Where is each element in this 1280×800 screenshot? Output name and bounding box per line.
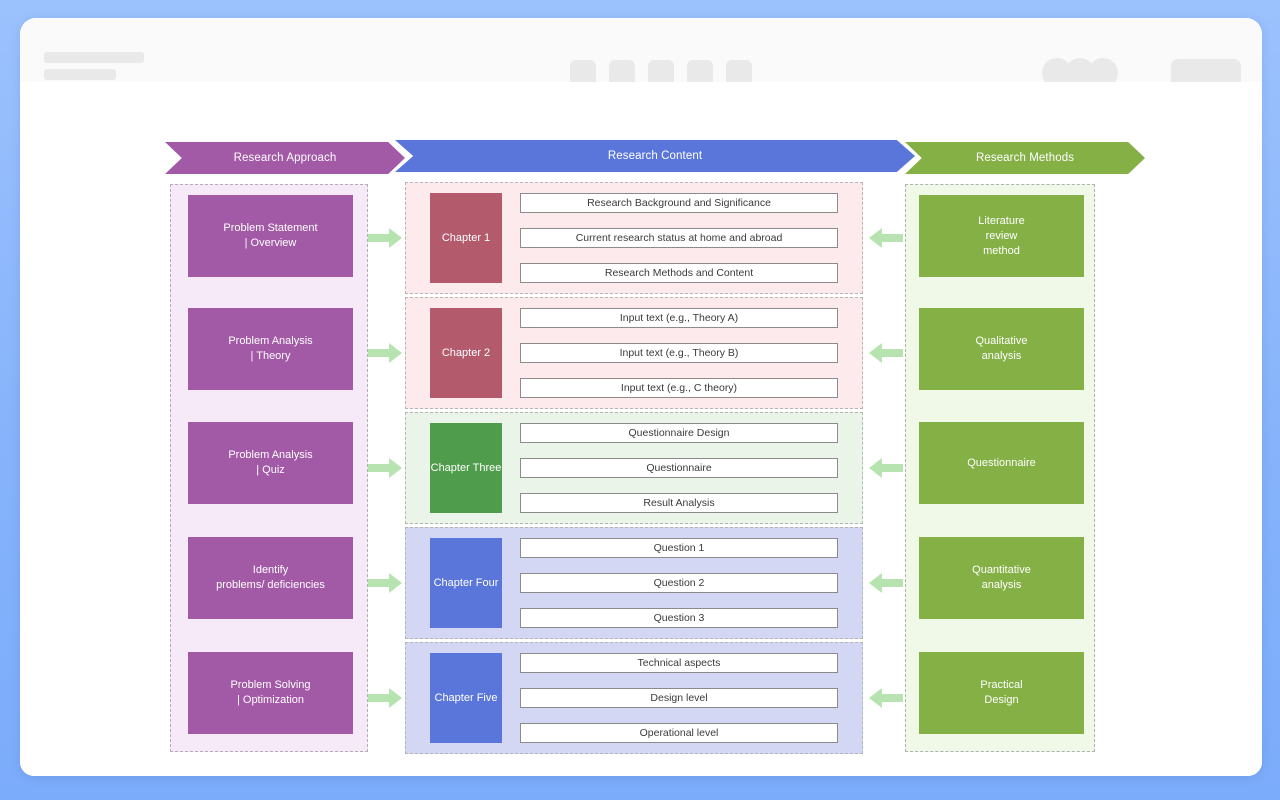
chapter-4-item-1[interactable]: Question 1: [520, 538, 838, 558]
chapter-tag-4[interactable]: Chapter Four: [430, 538, 502, 628]
research-approach-column: Problem Statement | Overview Problem Ana…: [170, 184, 368, 752]
chapter-2-item-3[interactable]: Input text (e.g., C theory): [520, 378, 838, 398]
banner-research-content-label: Research Content: [607, 149, 703, 162]
banner-research-content: Research Content: [395, 140, 915, 172]
chapter-5-item-1[interactable]: Technical aspects: [520, 653, 838, 673]
chapter-3-item-2[interactable]: Questionnaire: [520, 458, 838, 478]
toolbar-placeholder-line-2: [44, 69, 116, 80]
approach-card-problem-statement[interactable]: Problem Statement | Overview: [188, 195, 353, 277]
toolbar-placeholder-line-1: [44, 52, 144, 63]
method-card-qualitative-analysis[interactable]: Qualitative analysis: [919, 308, 1084, 390]
chapter-5-item-list: Technical aspects Design level Operation…: [520, 653, 838, 743]
chapter-tag-2[interactable]: Chapter 2: [430, 308, 502, 398]
chapter-2-item-2[interactable]: Input text (e.g., Theory B): [520, 343, 838, 363]
chapter-3-item-3[interactable]: Result Analysis: [520, 493, 838, 513]
arrow-left-icon-3: [869, 458, 903, 478]
chapter-1-item-2[interactable]: Current research status at home and abro…: [520, 228, 838, 248]
chapter-tag-1[interactable]: Chapter 1: [430, 193, 502, 283]
toolbar-button-2[interactable]: [609, 60, 635, 86]
chapter-1-item-3[interactable]: Research Methods and Content: [520, 263, 838, 283]
toolbar-button-4[interactable]: [687, 60, 713, 86]
chapter-2-item-list: Input text (e.g., Theory A) Input text (…: [520, 308, 838, 398]
arrow-left-icon-5: [869, 688, 903, 708]
chapter-2-item-1[interactable]: Input text (e.g., Theory A): [520, 308, 838, 328]
chapter-5-item-3[interactable]: Operational level: [520, 723, 838, 743]
browser-toolbar: [20, 18, 1262, 88]
arrow-left-icon-2: [869, 343, 903, 363]
chapter-4-item-list: Question 1 Question 2 Question 3: [520, 538, 838, 628]
method-card-literature-review[interactable]: Literature review method: [919, 195, 1084, 277]
chapter-group-2: Chapter 2 Input text (e.g., Theory A) In…: [405, 297, 863, 409]
chapter-4-item-3[interactable]: Question 3: [520, 608, 838, 628]
approach-card-problem-solving[interactable]: Problem Solving | Optimization: [188, 652, 353, 734]
approach-card-identify-problems[interactable]: Identify problems/ deficiencies: [188, 537, 353, 619]
chapter-group-3: Chapter Three Questionnaire Design Quest…: [405, 412, 863, 524]
toolbar-button-5[interactable]: [726, 60, 752, 86]
arrow-left-icon-1: [869, 228, 903, 248]
arrow-right-icon-1: [368, 228, 402, 248]
toolbar-button-3[interactable]: [648, 60, 674, 86]
method-card-practical-design[interactable]: Practical Design: [919, 652, 1084, 734]
banner-research-methods: Research Methods: [905, 142, 1145, 174]
browser-window: Research Approach Research Content Resea…: [20, 18, 1262, 776]
approach-card-problem-analysis-quiz[interactable]: Problem Analysis | Quiz: [188, 422, 353, 504]
chapter-group-1: Chapter 1 Research Background and Signif…: [405, 182, 863, 294]
chapter-5-item-2[interactable]: Design level: [520, 688, 838, 708]
method-card-quantitative-analysis[interactable]: Quantitative analysis: [919, 537, 1084, 619]
chapter-4-item-2[interactable]: Question 2: [520, 573, 838, 593]
chapter-3-item-list: Questionnaire Design Questionnaire Resul…: [520, 423, 838, 513]
chapter-1-item-list: Research Background and Significance Cur…: [520, 193, 838, 283]
banner-research-approach-label: Research Approach: [233, 151, 337, 164]
arrow-right-icon-2: [368, 343, 402, 363]
banner-research-methods-label: Research Methods: [975, 151, 1075, 164]
method-card-questionnaire[interactable]: Questionnaire: [919, 422, 1084, 504]
banner-research-approach: Research Approach: [165, 142, 405, 174]
chapter-group-4: Chapter Four Question 1 Question 2 Quest…: [405, 527, 863, 639]
chapter-1-item-1[interactable]: Research Background and Significance: [520, 193, 838, 213]
chapter-group-5: Chapter Five Technical aspects Design le…: [405, 642, 863, 754]
arrow-right-icon-4: [368, 573, 402, 593]
arrow-right-icon-5: [368, 688, 402, 708]
arrow-right-icon-3: [368, 458, 402, 478]
chapter-tag-5[interactable]: Chapter Five: [430, 653, 502, 743]
arrow-left-icon-4: [869, 573, 903, 593]
chapter-3-item-1[interactable]: Questionnaire Design: [520, 423, 838, 443]
diagram-canvas: Research Approach Research Content Resea…: [20, 82, 1262, 776]
research-methods-column: Literature review method Qualitative ana…: [905, 184, 1095, 752]
approach-card-problem-analysis-theory[interactable]: Problem Analysis | Theory: [188, 308, 353, 390]
toolbar-button-1[interactable]: [570, 60, 596, 86]
chapter-tag-3[interactable]: Chapter Three: [430, 423, 502, 513]
